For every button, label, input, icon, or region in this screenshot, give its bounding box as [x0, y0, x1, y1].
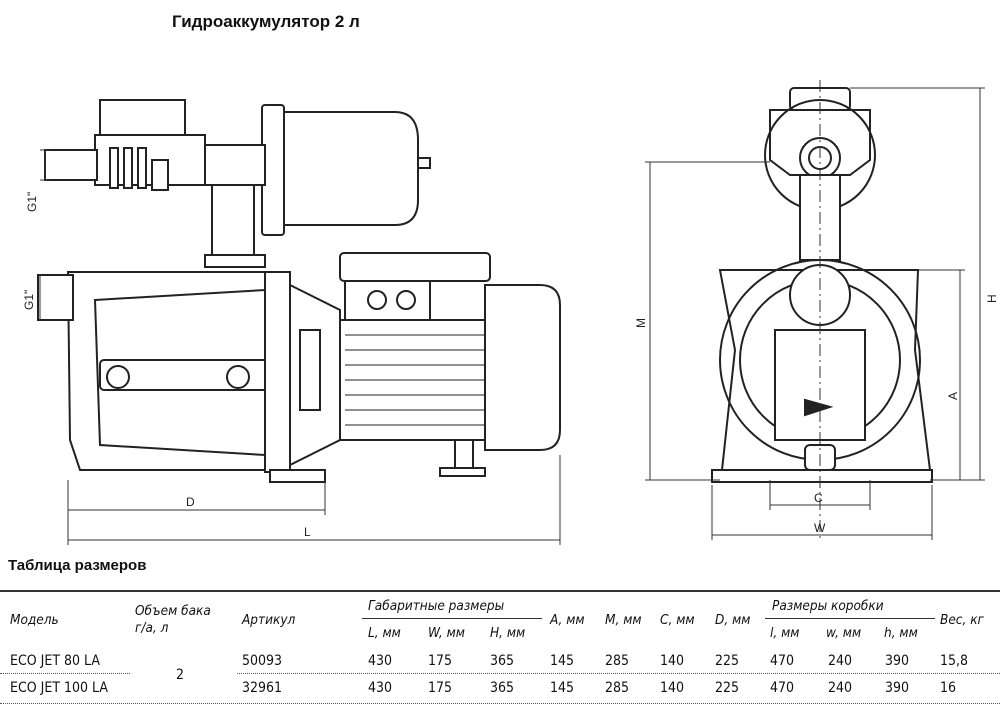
header-article: Артикул	[242, 612, 296, 628]
header-bl: l, мм	[770, 625, 800, 641]
cell-m: 285	[605, 653, 630, 669]
cell-c: 140	[660, 680, 685, 696]
cell-m: 285	[605, 680, 630, 696]
header-bw: w, мм	[826, 625, 862, 641]
table-title: Таблица размеров	[8, 557, 147, 574]
header-box-rule	[765, 618, 935, 619]
cell-w: 175	[428, 653, 453, 669]
cell-a: 145	[550, 653, 575, 669]
label-g1-top: G1"	[25, 192, 39, 212]
motor-fins	[345, 334, 485, 426]
cell-l: 430	[368, 653, 393, 669]
cell-a: 145	[550, 680, 575, 696]
pump-drawing: G1" G1" D L M H A C W	[22, 80, 999, 545]
label-g1-side: G1"	[22, 290, 36, 310]
cell-c: 140	[660, 653, 685, 669]
cell-w: 175	[428, 680, 453, 696]
label-h: H	[985, 294, 999, 303]
header-box: Размеры коробки	[772, 598, 884, 614]
cell-d: 225	[715, 653, 740, 669]
cell-bl: 470	[770, 653, 795, 669]
cell-weight: 15,8	[940, 653, 969, 669]
cell-bh: 390	[885, 653, 910, 669]
header-l: L, мм	[368, 625, 401, 641]
label-m: M	[634, 318, 648, 328]
header-d: D, мм	[715, 612, 751, 628]
row-divider	[237, 673, 1000, 674]
header-weight: Вес, кг	[940, 612, 984, 628]
cell-h: 365	[490, 680, 515, 696]
cell-l: 430	[368, 680, 393, 696]
header-tank-1: Объем бака	[135, 603, 211, 619]
label-w: W	[814, 521, 826, 535]
row-divider	[0, 703, 1000, 704]
cell-weight: 16	[940, 680, 957, 696]
cell-h: 365	[490, 653, 515, 669]
header-overall: Габаритные размеры	[368, 598, 505, 614]
header-tank-2: г/а, л	[135, 620, 169, 636]
header-h: H, мм	[490, 625, 526, 641]
label-d: D	[186, 495, 195, 509]
cell-model: ECO JET 100 LA	[10, 680, 109, 696]
header-c: C, мм	[660, 612, 695, 628]
header-w: W, мм	[428, 625, 465, 641]
header-bh: h, мм	[884, 625, 918, 641]
cell-article: 50093	[242, 653, 283, 669]
cell-model: ECO JET 80 LA	[10, 653, 100, 669]
cell-bh: 390	[885, 680, 910, 696]
cell-bw: 240	[828, 680, 853, 696]
header-m: M, мм	[605, 612, 642, 628]
cell-bl: 470	[770, 680, 795, 696]
label-c: C	[814, 491, 823, 505]
header-overall-rule	[362, 618, 542, 619]
header-a: A, мм	[550, 612, 585, 628]
page-title: Гидроаккумулятор 2 л	[172, 12, 360, 31]
label-l: L	[304, 525, 311, 539]
cell-bw: 240	[828, 653, 853, 669]
table-top-rule	[0, 590, 1000, 592]
dimension-lines	[39, 80, 985, 545]
cell-d: 225	[715, 680, 740, 696]
label-a: A	[946, 392, 960, 400]
pump-front-view	[711, 87, 933, 483]
cell-article: 32961	[242, 680, 283, 696]
tank-volume: 2	[176, 667, 185, 683]
row-divider	[0, 673, 130, 674]
header-model: Модель	[10, 612, 59, 628]
